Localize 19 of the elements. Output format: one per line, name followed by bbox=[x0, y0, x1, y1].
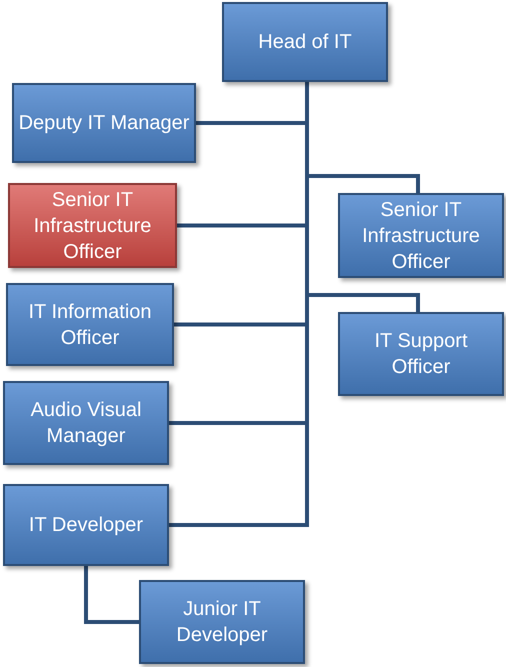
role-title: Senior IT Infrastructure Officer bbox=[361, 198, 481, 274]
org-box bbox=[8, 183, 177, 268]
role-title: IT Information Officer bbox=[27, 300, 153, 350]
role-title: IT Support Officer bbox=[373, 329, 469, 380]
org-box bbox=[338, 193, 504, 278]
org-box bbox=[3, 381, 169, 465]
role-title: IT Developer bbox=[28, 513, 144, 538]
connector-line bbox=[84, 566, 139, 624]
role-title: Junior IT Developer bbox=[175, 597, 269, 648]
org-box bbox=[6, 283, 174, 366]
role-title: Head of IT bbox=[258, 30, 352, 55]
org-box bbox=[139, 580, 305, 664]
org-box bbox=[3, 484, 169, 566]
org-box bbox=[222, 2, 388, 82]
org-box bbox=[12, 83, 196, 163]
role-title: Audio Visual Manager bbox=[30, 398, 142, 449]
role-title: Deputy IT Manager bbox=[18, 111, 190, 136]
role-title: Senior IT Infrastructure Officer bbox=[32, 188, 152, 264]
org-box bbox=[338, 312, 504, 396]
